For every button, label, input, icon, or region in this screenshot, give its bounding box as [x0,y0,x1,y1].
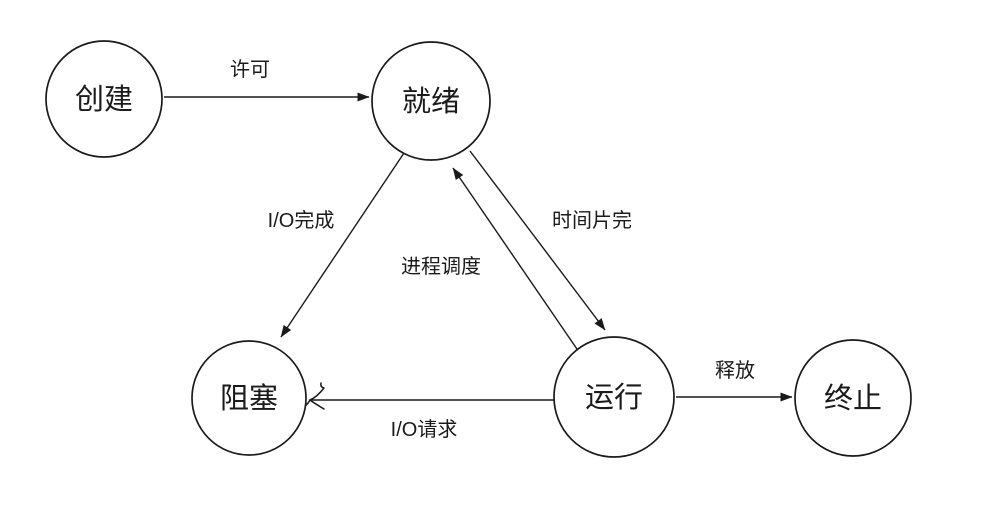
state-label-running: 运行 [585,381,643,414]
state-node-terminated[interactable]: 终止 [794,339,912,457]
edge-label-timeslice-expired: 时间片完 [552,209,632,232]
transition-edge-timeslice-expired: 时间片完 [452,167,632,353]
state-circle-ready[interactable] [371,41,491,161]
state-node-running[interactable]: 运行 [553,336,675,458]
state-circle-running[interactable] [553,336,675,458]
state-node-blocked[interactable]: 阻塞 [191,340,307,456]
edge-label-release: 释放 [715,359,755,382]
state-node-create[interactable]: 创建 [45,40,163,158]
state-circle-blocked[interactable] [191,340,307,456]
state-label-blocked: 阻塞 [220,382,278,415]
state-circle-terminated[interactable] [794,339,912,457]
edge-arrow-dispatch[interactable] [469,150,606,331]
state-node-ready[interactable]: 就绪 [371,41,491,161]
transition-edge-io-complete: I/O完成 [268,152,405,338]
state-circle-create[interactable] [45,40,163,158]
edge-label-dispatch: 进程调度 [401,255,481,278]
edge-label-admit: 许可 [230,58,270,81]
transition-edge-release: 释放 [676,359,793,402]
state-label-ready: 就绪 [402,85,460,118]
edge-arrow-timeslice-expired[interactable] [452,167,580,353]
state-label-create: 创建 [75,83,133,116]
state-label-terminated: 终止 [824,382,882,415]
edge-label-io-complete: I/O完成 [268,209,335,232]
transition-edge-io-request: I/O请求 [301,382,554,441]
transition-edge-dispatch: 进程调度 [401,150,606,331]
edge-label-io-request: I/O请求 [391,418,458,441]
edge-arrow-io-complete[interactable] [280,152,405,338]
transition-edge-admit: 许可 [164,58,370,102]
